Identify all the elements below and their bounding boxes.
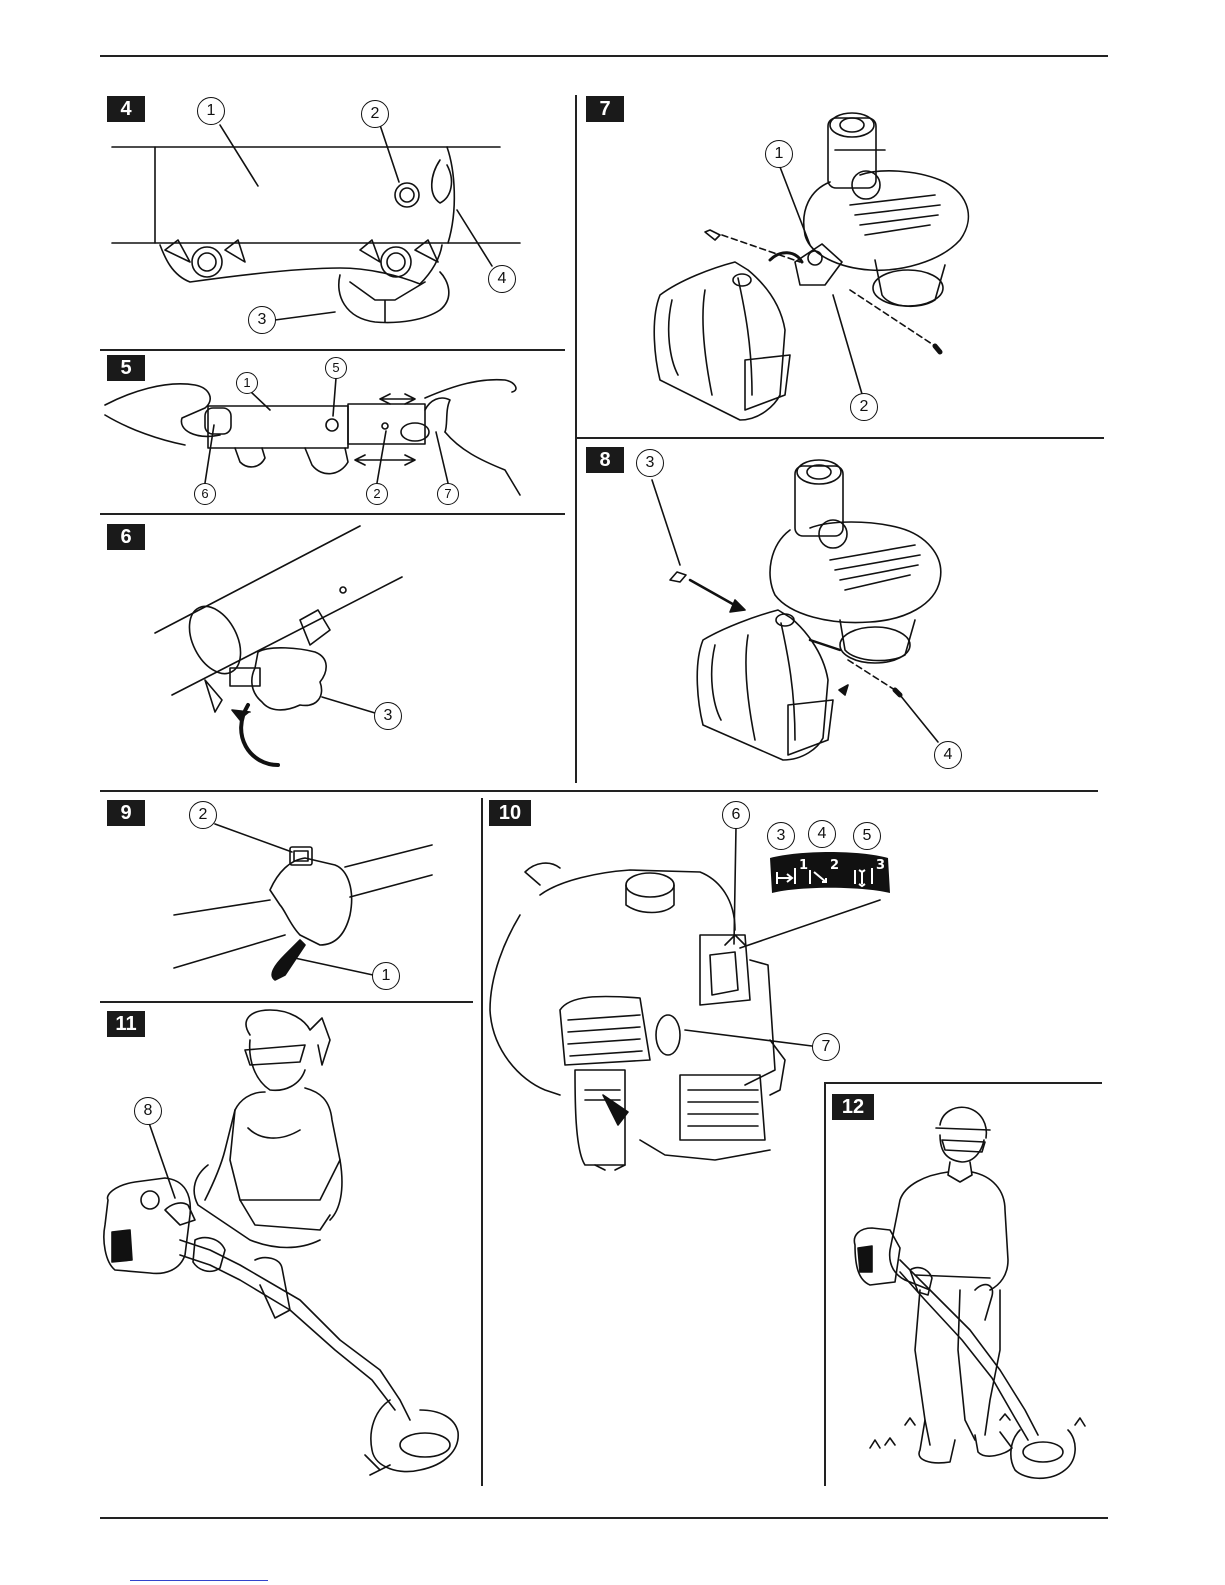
mode-decal-label-1: 1 bbox=[799, 858, 808, 873]
callout-5-7: 7 bbox=[437, 483, 459, 505]
callout-10-5: 5 bbox=[853, 822, 881, 850]
fig4-tube-handle bbox=[112, 125, 520, 323]
callout-10-4: 4 bbox=[808, 820, 836, 848]
callout-9-1: 1 bbox=[372, 962, 400, 990]
callout-10-6: 6 bbox=[722, 801, 750, 829]
callout-8-4: 4 bbox=[934, 741, 962, 769]
callout-5-2: 2 bbox=[366, 483, 388, 505]
callout-4-2: 2 bbox=[361, 100, 389, 128]
mode-decal-label-2: 2 bbox=[830, 858, 839, 873]
callout-10-3: 3 bbox=[767, 822, 795, 850]
fig7-guard-attach bbox=[654, 113, 968, 420]
fig11-kneeling-operator bbox=[104, 1010, 458, 1475]
fig5-handle-adjust bbox=[105, 378, 520, 495]
callout-4-3: 3 bbox=[248, 306, 276, 334]
callout-4-1: 1 bbox=[197, 97, 225, 125]
callout-4-4: 4 bbox=[488, 265, 516, 293]
callout-11-8: 8 bbox=[134, 1097, 162, 1125]
fig8-guard-fasten bbox=[652, 460, 941, 760]
callout-5-6: 6 bbox=[194, 483, 216, 505]
callout-7-2: 2 bbox=[850, 393, 878, 421]
callout-10-7: 7 bbox=[812, 1033, 840, 1061]
callout-8-3: 3 bbox=[636, 449, 664, 477]
callout-6-3: 3 bbox=[374, 702, 402, 730]
mode-decal-label-3: 3 bbox=[876, 858, 885, 873]
callout-7-1: 1 bbox=[765, 140, 793, 168]
callout-5-1: 1 bbox=[236, 372, 258, 394]
callout-5-5: 5 bbox=[325, 357, 347, 379]
fig6-knob bbox=[155, 526, 402, 765]
fig12-standing-operator bbox=[854, 1107, 1085, 1478]
fig10-engine bbox=[490, 827, 880, 1170]
callout-9-2: 2 bbox=[189, 801, 217, 829]
fig9-trigger bbox=[174, 824, 432, 980]
